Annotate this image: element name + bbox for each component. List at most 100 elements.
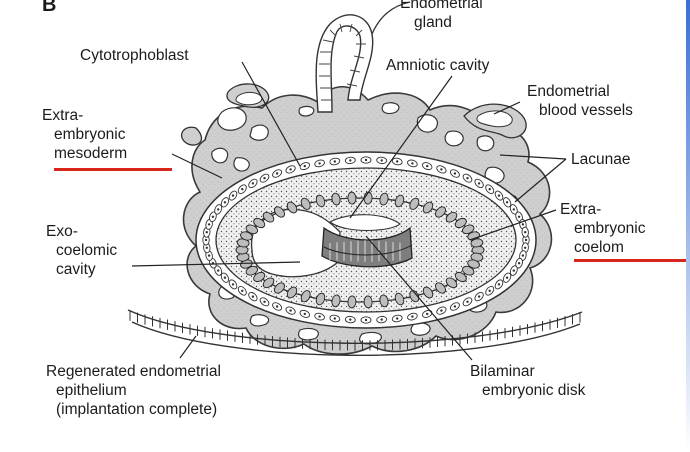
- cell-nucleus: [505, 276, 509, 279]
- cell-nucleus: [251, 182, 255, 185]
- cell-nucleus: [231, 283, 235, 286]
- amnion-cell: [445, 211, 458, 223]
- amnion-cell: [240, 231, 253, 241]
- cell-nucleus: [466, 300, 469, 303]
- cell-nucleus: [488, 289, 491, 292]
- cell-nucleus: [466, 177, 469, 180]
- cell-nucleus: [396, 160, 399, 163]
- cell-nucleus: [223, 201, 227, 204]
- amnion-cells: [235, 191, 485, 309]
- amnion-cell: [435, 206, 446, 218]
- amnion-cell: [435, 282, 446, 294]
- cell-nucleus: [505, 201, 509, 204]
- amnion-cell: [409, 197, 420, 210]
- amnion-cell: [454, 271, 467, 283]
- cell-nucleus: [521, 254, 525, 257]
- amnion-cell: [300, 290, 311, 303]
- cell-nucleus: [512, 208, 515, 211]
- cell-nucleus: [217, 208, 220, 211]
- cell-nucleus: [524, 246, 527, 249]
- cell-nucleus: [477, 182, 481, 185]
- cell-nucleus: [263, 177, 266, 180]
- amnion-cell: [274, 206, 285, 218]
- label-extraembryonic-mesoderm: Extra- embryonic mesoderm: [42, 107, 128, 162]
- amnion-cell: [331, 294, 341, 308]
- panel-letter: B: [42, 0, 57, 16]
- amnion-cell: [274, 282, 285, 294]
- cell-nucleus: [275, 305, 279, 308]
- cell-nucleus: [241, 188, 244, 191]
- amnion-cell: [409, 290, 420, 303]
- cell-nucleus: [231, 194, 235, 197]
- page-edge-accent: [686, 0, 690, 452]
- gland-cells: [319, 23, 366, 101]
- amnion-cell: [315, 292, 326, 306]
- cell-nucleus: [411, 162, 414, 165]
- label-regenerated-epithelium: Regenerated endometrial epithelium (impl…: [46, 363, 221, 418]
- leader-lines: [131, 61, 567, 361]
- cell-nucleus: [497, 194, 501, 197]
- cell-nucleus: [488, 188, 491, 191]
- amnion-cell: [363, 295, 373, 309]
- bilaminar-disk: [321, 226, 413, 268]
- cell-nucleus: [211, 215, 215, 218]
- amnion-cell: [286, 201, 298, 214]
- amnion-cell: [454, 217, 467, 229]
- amniotic-cavity: [328, 214, 401, 231]
- cell-nucleus: [318, 315, 321, 318]
- cell-nucleus: [426, 312, 429, 316]
- cell-nucleus: [453, 172, 457, 175]
- cell-nucleus: [263, 300, 266, 303]
- amnion-cell: [379, 294, 389, 308]
- cell-nucleus: [217, 269, 220, 272]
- cell-nucleus: [303, 164, 306, 168]
- cell-nucleus: [275, 172, 279, 175]
- label-exocoelomic-cavity: Exo- coelomic cavity: [46, 223, 118, 278]
- cell-nucleus: [333, 317, 336, 320]
- amnion-cell: [331, 192, 341, 206]
- amnion-cell: [253, 217, 266, 229]
- amnion-cell: [253, 271, 266, 283]
- amnion-cell: [394, 194, 405, 208]
- cell-nucleus: [318, 162, 321, 165]
- cell-nucleus: [303, 312, 306, 316]
- amnion-cell: [315, 194, 326, 208]
- cell-nucleus: [453, 305, 457, 308]
- amnion-cell: [422, 201, 434, 214]
- amnion-cell: [262, 277, 275, 289]
- cell-nucleus: [396, 317, 399, 320]
- label-endometrial-blood-vessels: Endometrial blood vessels: [527, 83, 633, 119]
- cell-nucleus: [477, 295, 481, 298]
- amnion-cell: [300, 197, 311, 210]
- cell-nucleus: [289, 168, 292, 171]
- amnion-cell: [379, 192, 389, 206]
- cell-nucleus: [205, 246, 208, 249]
- amnion-cell: [462, 265, 475, 276]
- label-endometrial-gland: Endometrial gland: [400, 0, 483, 31]
- cell-nucleus: [207, 223, 211, 226]
- amnion-cell: [347, 191, 357, 205]
- cell-nucleus: [411, 315, 414, 318]
- cell-nucleus: [364, 318, 368, 322]
- cell-nucleus: [207, 254, 211, 257]
- amnion-cell: [470, 238, 484, 248]
- cell-nucleus: [349, 159, 352, 162]
- amnion-cell: [245, 224, 258, 235]
- cell-nucleus: [517, 262, 521, 265]
- underline-mesoderm: [54, 168, 172, 171]
- cytotrophoblast-cells: [202, 156, 530, 324]
- label-cytotrophoblast: Cytotrophoblast: [80, 47, 189, 64]
- cell-nucleus: [380, 159, 383, 162]
- cell-nucleus: [440, 168, 443, 171]
- cell-nucleus: [524, 231, 527, 234]
- cell-nucleus: [426, 164, 429, 168]
- cell-nucleus: [204, 238, 208, 242]
- amnion-cell: [347, 295, 357, 309]
- amnion-cell: [262, 211, 275, 223]
- cell-nucleus: [497, 283, 501, 286]
- cell-nucleus: [241, 289, 244, 292]
- cell-nucleus: [289, 309, 292, 312]
- underline-coelom: [574, 259, 688, 262]
